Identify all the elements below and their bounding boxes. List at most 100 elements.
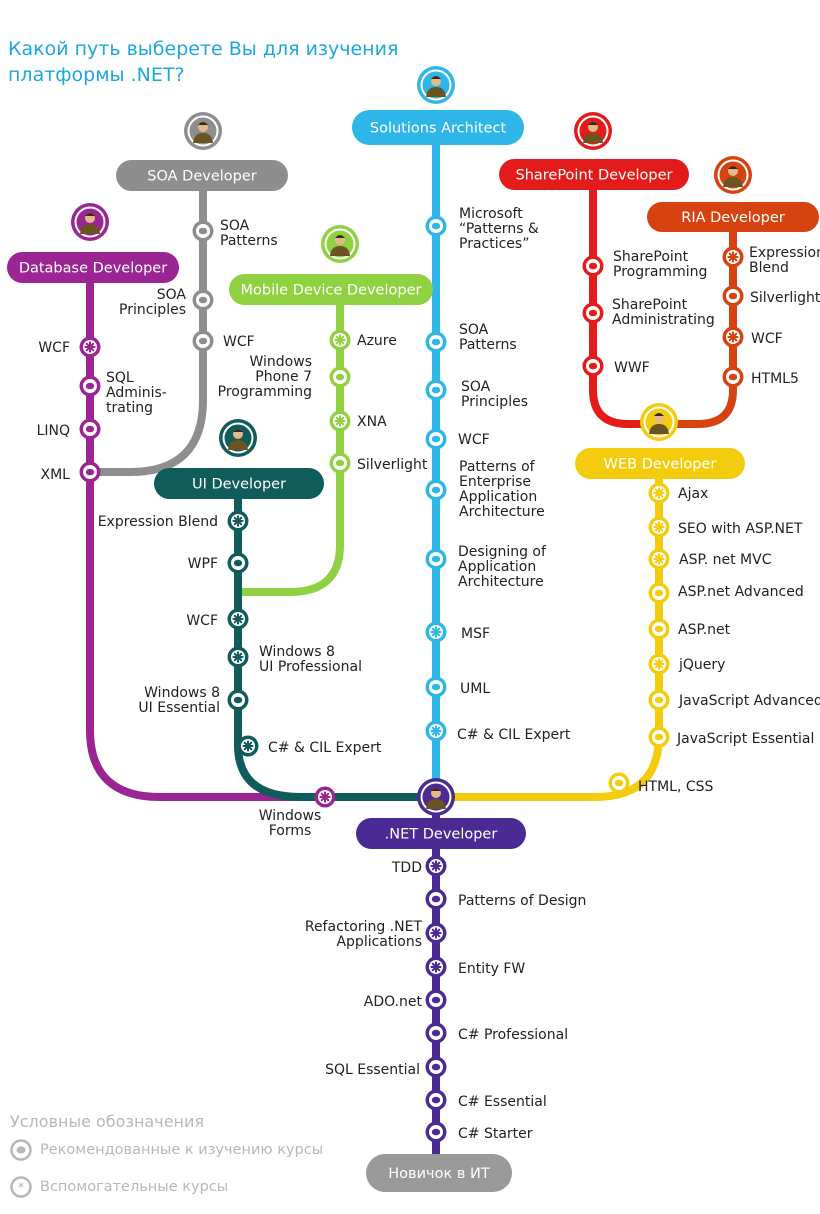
ui-station-0[interactable] (227, 510, 249, 532)
net-developer-avatar[interactable] (417, 778, 455, 816)
ui-station-3[interactable] (227, 646, 249, 668)
database-station-1[interactable] (79, 375, 101, 397)
station-dot (431, 1096, 441, 1104)
asterisk-ray (654, 554, 664, 564)
web-course-label-7: SEO with ASP.NET (678, 521, 803, 537)
ria-station-2[interactable] (722, 326, 744, 348)
web-course-label-6: ASP. net MVC (679, 552, 772, 568)
solutions-station-5[interactable] (425, 548, 447, 570)
soa-station-1[interactable] (192, 289, 214, 311)
net-station-3[interactable] (425, 1022, 447, 1044)
ria-developer-avatar[interactable] (714, 156, 752, 194)
web-station-8[interactable] (648, 482, 670, 504)
soa-station-2[interactable] (192, 330, 214, 352)
ria-station-0[interactable] (722, 246, 744, 268)
person-body-icon (649, 424, 669, 434)
net-station-6[interactable] (425, 922, 447, 944)
sharepoint-station-0[interactable] (582, 255, 604, 277)
web-course-label-4: ASP.net (678, 622, 731, 638)
solutions-architect-avatar[interactable] (417, 66, 455, 104)
database-developer-pill[interactable]: Database Developer (7, 252, 179, 283)
ui-station-1[interactable] (227, 552, 249, 574)
mobile-course-label-2: XNA (357, 414, 387, 430)
solutions-station-3[interactable] (425, 428, 447, 450)
solutions-station-0[interactable] (425, 215, 447, 237)
solutions-station-8[interactable] (425, 720, 447, 742)
sharepoint-course-label-0-line: SharePoint (613, 249, 689, 265)
ui-station-4[interactable] (227, 689, 249, 711)
database-developer-avatar[interactable] (71, 203, 109, 241)
soa-developer-avatar[interactable] (184, 112, 222, 150)
solutions-station-1[interactable] (425, 331, 447, 353)
net-station-8[interactable] (425, 855, 447, 877)
ui-developer-pill-bg (154, 468, 324, 499)
soa-developer-pill[interactable]: SOA Developer (116, 160, 288, 191)
web-station-7[interactable] (648, 516, 670, 538)
ria-station-1[interactable] (722, 285, 744, 307)
net-station-4[interactable] (425, 989, 447, 1011)
sharepoint-station-1[interactable] (582, 302, 604, 324)
windows-forms-station[interactable] (314, 786, 336, 808)
mobile-station-2[interactable] (329, 410, 351, 432)
web-developer-avatar[interactable] (640, 403, 678, 441)
legend-auxiliary: * Вспомогательные курсы (10, 1176, 323, 1198)
station-dot (431, 1128, 441, 1136)
ria-station-3[interactable] (722, 366, 744, 388)
web-station-5[interactable] (648, 582, 670, 604)
net-station-1[interactable] (425, 1089, 447, 1111)
solutions-station-7[interactable] (425, 676, 447, 698)
web-station-0[interactable] (608, 772, 630, 794)
web-station-3[interactable] (648, 653, 670, 675)
sharepoint-station-2[interactable] (582, 355, 604, 377)
ui-developer-pill[interactable]: UI Developer (154, 468, 324, 499)
mobile-course-label-1-line: Phone 7 (255, 369, 312, 385)
asterisk-ray (431, 726, 441, 736)
ui-station-2[interactable] (227, 608, 249, 630)
database-station-3[interactable] (79, 461, 101, 483)
ria-course-label-3-line: HTML5 (751, 371, 799, 387)
windows-forms-label-line: Forms (269, 823, 312, 839)
mobile-station-0[interactable] (329, 329, 351, 351)
person-body-icon (80, 224, 100, 234)
mobile-station-1[interactable] (329, 366, 351, 388)
database-course-label-1-line: Adminis- (106, 385, 167, 401)
sharepoint-line (589, 171, 663, 428)
ria-course-label-1-line: Silverlight (750, 290, 820, 306)
soa-station-0[interactable] (192, 220, 214, 242)
sharepoint-developer-pill[interactable]: SharePoint Developer (499, 159, 689, 190)
net-developer-pill[interactable]: .NET Developer (356, 818, 526, 849)
station-dot (431, 895, 441, 903)
database-station-2[interactable] (79, 418, 101, 440)
mobile-developer-avatar[interactable] (321, 225, 359, 263)
start-pill-bg (366, 1154, 512, 1192)
solutions-course-label-6: MSF (461, 626, 490, 642)
solutions-architect-pill[interactable]: Solutions Architect (352, 110, 524, 145)
web-station-6[interactable] (648, 548, 670, 570)
web-station-4[interactable] (648, 618, 670, 640)
sharepoint-developer-avatar[interactable] (574, 112, 612, 150)
ui-developer-avatar[interactable] (219, 419, 257, 457)
station-dot (198, 296, 208, 304)
solutions-course-label-5-line: Application (458, 559, 536, 575)
web-station-1[interactable] (648, 726, 670, 748)
net-station-5[interactable] (425, 956, 447, 978)
net-station-7[interactable] (425, 888, 447, 910)
ria-developer-pill[interactable]: RIA Developer (647, 202, 819, 232)
mobile-station-3[interactable] (329, 452, 351, 474)
solutions-architect-pill-label: Solutions Architect (370, 121, 507, 137)
solutions-station-2[interactable] (425, 379, 447, 401)
solutions-station-6[interactable] (425, 621, 447, 643)
solutions-station-4[interactable] (425, 479, 447, 501)
solutions-course-label-7-line: UML (460, 681, 490, 697)
ui-station-5[interactable] (237, 735, 259, 757)
net-station-0[interactable] (425, 1121, 447, 1143)
mobile-developer-pill[interactable]: Mobile Device Developer (229, 274, 433, 305)
web-developer-pill[interactable]: WEB Developer (575, 448, 745, 479)
station-dot (728, 292, 738, 300)
start-pill[interactable]: Новичок в ИТ (366, 1154, 512, 1192)
net-station-2[interactable] (425, 1056, 447, 1078)
web-station-2[interactable] (648, 689, 670, 711)
database-station-0[interactable] (79, 336, 101, 358)
